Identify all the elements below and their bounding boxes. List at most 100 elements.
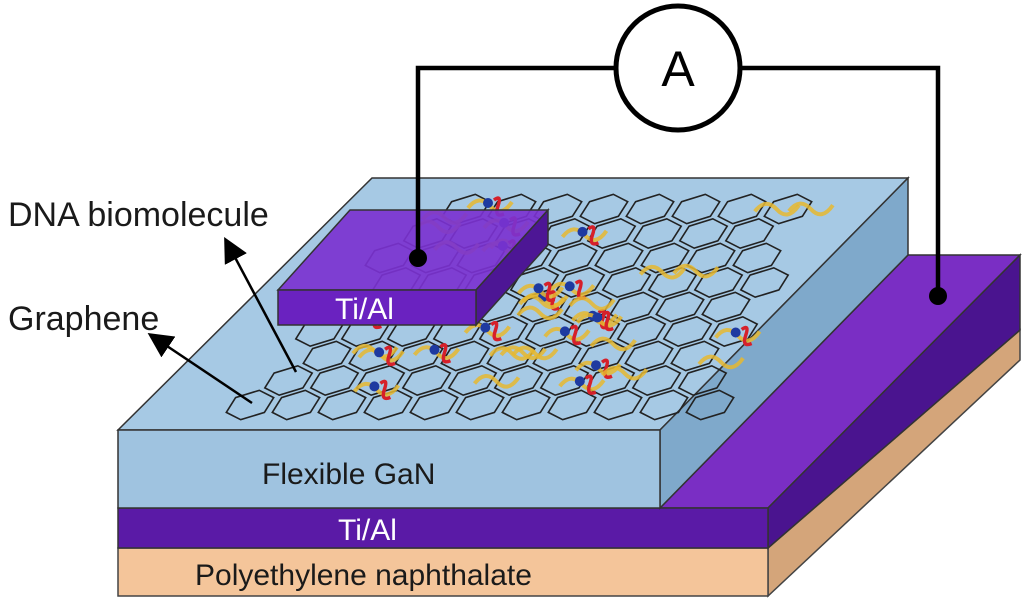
dna-base	[602, 310, 614, 332]
graphene-hexagon	[625, 193, 675, 225]
graphene-hexagon	[632, 217, 683, 250]
graphene-hexagon	[671, 193, 721, 225]
graphene-hexagon	[724, 217, 775, 250]
dna-strand	[589, 336, 637, 352]
dna-node	[374, 347, 385, 358]
top-contact-front-face	[277, 289, 477, 326]
dna-node	[592, 312, 603, 323]
graphene-hexagon	[440, 340, 490, 372]
graphene-hexagon	[670, 340, 720, 372]
graphene-hexagon	[317, 389, 367, 421]
graphene-hexagon	[579, 193, 629, 225]
dna-node	[591, 360, 601, 371]
graphene-hexagon	[401, 364, 452, 397]
graphene-hexagon	[409, 389, 459, 421]
graphene-hexagon	[685, 389, 735, 421]
dna-base	[490, 320, 502, 342]
bottom-contact-layer: Ti/Al	[117, 253, 1022, 550]
ammeter-icon	[613, 3, 743, 133]
graphene-hexagon	[447, 364, 498, 397]
dna-node	[574, 376, 585, 387]
dna-base	[384, 345, 396, 367]
graphene-hexagon	[501, 389, 551, 421]
graphene-hexagon	[693, 266, 744, 299]
graphene-hexagon	[493, 364, 544, 397]
substrate-front-face	[117, 547, 769, 597]
dna-base	[584, 374, 597, 395]
dna-strand	[472, 374, 521, 389]
bottom-contact-front-face	[117, 507, 769, 549]
graphene-hexagon	[394, 340, 444, 372]
graphene-hexagon	[639, 389, 689, 421]
graphene-hexagon	[225, 389, 275, 421]
dna-callout-label: DNA biomolecule	[8, 196, 269, 234]
dna-strand	[601, 365, 649, 381]
dna-base	[379, 379, 392, 401]
graphene-hexagon	[586, 217, 637, 250]
callouts: DNA biomolecule Graphene	[8, 196, 298, 405]
graphene-hexagon	[555, 266, 606, 299]
dna-base	[569, 324, 582, 346]
graphene-hexagon	[677, 364, 728, 397]
graphene-hexagon	[763, 193, 813, 225]
graphene-hexagon	[640, 242, 690, 274]
dna-base	[587, 225, 600, 246]
graphene-hexagon	[593, 389, 643, 421]
dna-node	[559, 326, 570, 337]
dna-strand	[516, 305, 564, 321]
graphene-hexagon	[547, 389, 597, 421]
dna-strand	[518, 294, 566, 310]
graphene-hexagon	[616, 315, 667, 348]
dna-callout-arrow	[224, 236, 298, 373]
graphene-hexagon	[717, 193, 767, 225]
dna-strand	[568, 296, 616, 311]
dna-node	[730, 327, 741, 338]
graphene-hexagon	[302, 340, 352, 372]
graphene-hexagon	[548, 242, 598, 274]
dna-strand	[697, 354, 745, 370]
dna-strand	[787, 201, 835, 217]
graphene-callout-label: Graphene	[8, 300, 159, 338]
dna-strand	[753, 201, 801, 217]
dna-node	[483, 198, 493, 208]
top-contact-label: Ti/Al	[335, 293, 394, 326]
wire-contact-dot-top	[409, 249, 427, 267]
graphene-hexagon	[701, 291, 751, 323]
ammeter-circuit: A	[409, 3, 947, 305]
gan-layer: Flexible GaN	[116, 176, 910, 510]
graphene-hexagon	[662, 315, 713, 348]
graphene-hexagon	[739, 266, 790, 299]
dna-base	[600, 358, 613, 379]
graphene-hexagon	[624, 340, 674, 372]
dna-node	[577, 226, 588, 237]
gan-front-face	[117, 429, 661, 509]
dna-strand	[499, 345, 547, 360]
graphene-hexagon	[532, 340, 582, 372]
graphene-hexagon	[678, 217, 729, 250]
wire-contact-dot-bottom	[929, 287, 947, 305]
bottom-contact-label: Ti/Al	[338, 514, 397, 547]
top-contact-pad: Ti/Al	[276, 208, 550, 327]
dna-node	[533, 283, 544, 294]
circuit-wire	[415, 65, 614, 256]
graphene-hexagon	[539, 364, 590, 397]
graphene-callout-arrow	[147, 333, 253, 405]
dna-base	[740, 325, 753, 347]
graphene-hexagon	[594, 242, 644, 274]
dna-strand	[638, 264, 687, 280]
graphene-hexagon	[609, 291, 659, 323]
ammeter-symbol: A	[661, 41, 695, 97]
graphene-hexagon	[732, 242, 782, 274]
dna-base	[543, 281, 556, 303]
dna-node	[564, 281, 575, 292]
dna-node	[429, 344, 440, 355]
dna-strand	[672, 263, 720, 279]
graphene-hexagon	[486, 340, 536, 372]
dna-node	[480, 322, 491, 333]
graphene-hexagon	[363, 389, 413, 421]
circuit-wire-right	[742, 65, 941, 296]
graphene-hexagon	[631, 364, 682, 397]
graphene-hexagon	[655, 291, 705, 323]
